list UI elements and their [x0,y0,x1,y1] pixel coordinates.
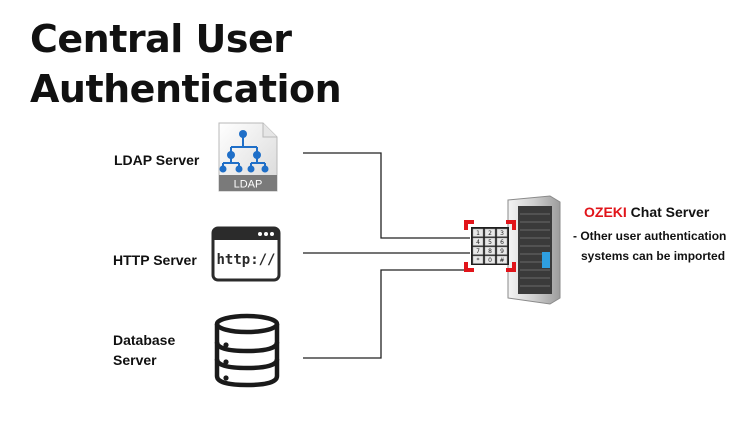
keypad-key [484,246,496,255]
title-line-1: Central User [30,17,292,61]
title-line-2: Authentication [30,67,342,111]
keypad-key-label: 2 [488,230,492,237]
chat-server-name: Chat Server [626,204,710,220]
keypad-key-label: 7 [476,248,480,255]
keypad-key-label: 0 [488,257,492,264]
keypad-key-label: 3 [500,230,504,237]
keypad-key [472,246,484,255]
keypad-key [496,228,508,237]
keypad-key [496,237,508,246]
keypad-key [496,255,508,264]
http-icon-text: http:// [216,252,275,268]
chat-server-title: OZEKI Chat Server [584,202,709,222]
http-server-label: HTTP Server [113,252,197,268]
database-icon [214,313,280,388]
keypad-key-label: 6 [500,239,504,246]
description-line-2: systems can be imported [581,249,726,263]
brand-name: OZEKI [584,204,627,220]
ldap-directory-icon: LDAP [218,122,278,192]
description-line-1: - Other user authentication [573,229,727,243]
keypad-key [484,228,496,237]
database-server-label: Database Server [113,330,203,370]
ldap-connector [303,152,470,239]
browser-window-icon: http:// [211,226,281,282]
diagram-title: Central User Authentication [30,14,390,114]
keypad-key-label: * [477,257,480,264]
database-label-line-2: Server [113,352,157,368]
keypad-key [484,237,496,246]
keypad-key [472,228,484,237]
keypad-key [496,246,508,255]
keypad-key-label: 1 [476,230,480,237]
keypad-key-label: 8 [488,248,492,255]
keypad-key [472,237,484,246]
chat-server-description: - Other user authentication systems can … [573,226,749,266]
keypad-key-label: 4 [476,239,480,246]
database-connector [303,269,470,359]
keypad-key-label: 5 [488,239,492,246]
ldap-server-label: LDAP Server [114,152,200,168]
ldap-icon-text: LDAP [234,179,263,191]
chat-server-rack-icon: 1 2 3 4 5 6 7 8 9 * 0 # [464,195,561,305]
keypad-key-label: # [499,257,504,264]
keypad-key [484,255,496,264]
keypad-key-label: 9 [500,248,504,255]
keypad: 1 2 3 4 5 6 7 8 9 * 0 # [472,228,508,264]
database-label-line-1: Database [113,332,176,348]
keypad-key [472,255,484,264]
